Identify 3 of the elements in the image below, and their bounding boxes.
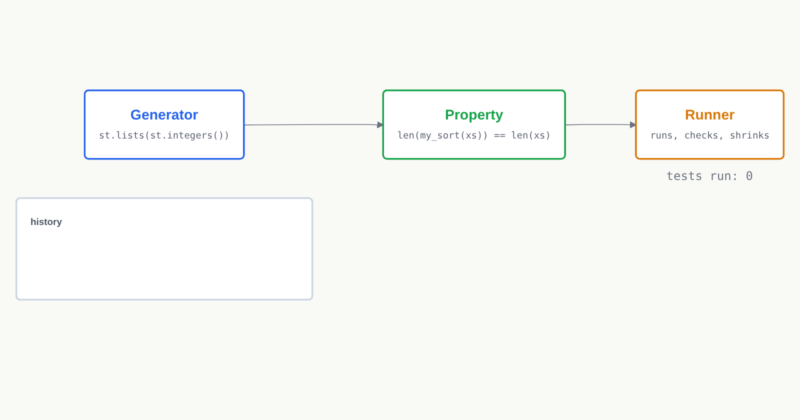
- arrow: [244, 121, 384, 128]
- counter-text: tests run: 0: [666, 168, 753, 183]
- arrow: [565, 121, 637, 128]
